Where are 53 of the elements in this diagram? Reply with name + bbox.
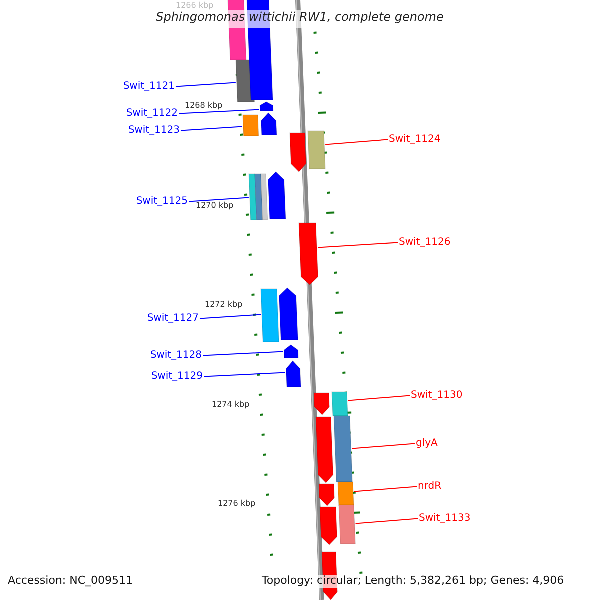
gene-label: nrdR <box>418 481 442 492</box>
leader-line <box>352 443 416 450</box>
gene-block <box>338 504 356 544</box>
gene-label: Swit_1130 <box>411 390 463 402</box>
gene-label: Swit_1123 <box>128 125 180 136</box>
gene-block <box>260 288 280 342</box>
gene-block <box>242 114 260 136</box>
leader-line <box>178 109 260 114</box>
position-label: 1270 kbp <box>196 201 234 210</box>
gene-label: Swit_1126 <box>399 237 451 248</box>
leader-line <box>355 518 418 524</box>
gene-block <box>308 130 326 170</box>
gene-label: Swit_1133 <box>419 513 471 524</box>
gene-label: Swit_1125 <box>136 196 188 208</box>
gene-label: Swit_1128 <box>150 350 202 362</box>
leader-line <box>188 197 250 202</box>
pointed-gene-block <box>320 506 338 546</box>
gene-label: Swit_1129 <box>151 371 203 382</box>
pointed-gene-block <box>284 344 299 358</box>
position-label: 1268 kbp <box>185 101 223 110</box>
gene-label: Swit_1122 <box>126 108 178 120</box>
position-label: 1274 kbp <box>212 400 250 410</box>
pointed-gene-block <box>318 484 335 506</box>
leader-line <box>354 486 418 492</box>
gene-block <box>254 174 264 220</box>
gene-label: Swit_1121 <box>123 81 175 92</box>
title: Sphingomonas wittichii RW1, complete genome <box>155 11 445 25</box>
gene-block <box>334 416 353 482</box>
pointed-gene-block <box>279 288 298 340</box>
gene-block <box>338 482 354 506</box>
position-label: 1272 kbp <box>205 300 243 310</box>
gene-block <box>332 392 348 416</box>
leader-line <box>180 126 243 132</box>
gene-block <box>248 174 258 220</box>
leader-line <box>200 314 262 320</box>
pointed-gene-block <box>314 392 330 416</box>
leader-line <box>176 82 236 88</box>
leader-line <box>204 372 286 378</box>
pointed-gene-block <box>290 132 306 172</box>
leader-line <box>202 351 284 356</box>
leader-line <box>348 395 410 402</box>
pointed-gene-block <box>268 172 286 220</box>
pointed-gene-block <box>286 360 302 388</box>
gene-label: glyA <box>416 438 438 450</box>
pointed-gene-block <box>298 222 318 286</box>
position-label: 1276 kbp <box>218 499 256 508</box>
leader-line <box>318 242 398 248</box>
leader-line <box>325 139 388 146</box>
gene-label: Swit_1124 <box>389 134 441 146</box>
gene-label: Swit_1127 <box>147 313 199 324</box>
accession-label: Accession: NC_009511 <box>8 575 134 588</box>
genome-info-label: Topology: circular; Length: 5,382,261 bp; Genes: 4,906 <box>262 575 564 588</box>
position-label: 1266 kbp <box>176 1 214 10</box>
